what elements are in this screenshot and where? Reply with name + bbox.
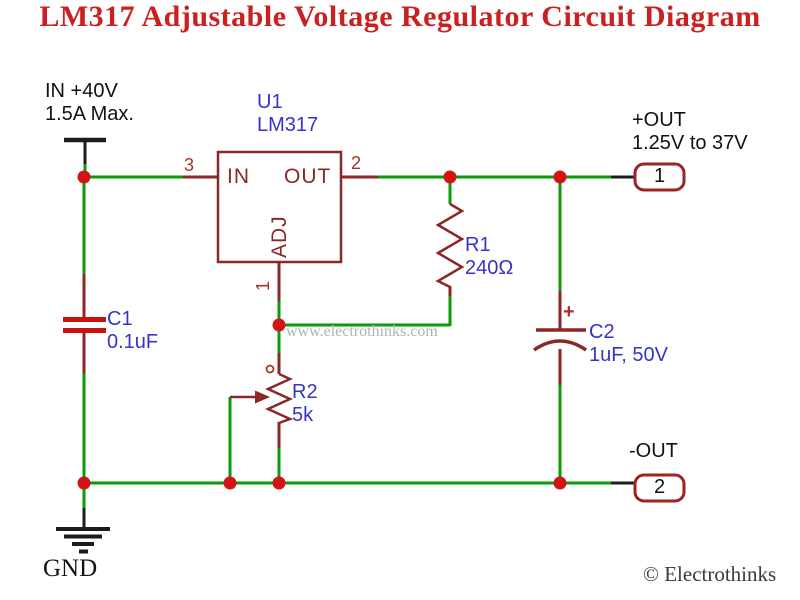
page-title: LM317 Adjustable Voltage Regulator Circu… — [39, 0, 761, 33]
c1-label: C1 0.1uF — [107, 308, 158, 354]
potentiometer-r2-marker — [265, 364, 275, 374]
terminal-2-box — [633, 473, 686, 503]
resistor-r1-symbol — [435, 202, 465, 289]
r2-label: R2 5k — [292, 381, 318, 427]
junction-dot — [443, 170, 457, 184]
potentiometer-r2-symbol — [264, 372, 294, 425]
c2-value: 1uF, 50V — [589, 344, 668, 366]
ic-pin-label-adj: ADJ — [268, 215, 291, 258]
junction-dot — [272, 476, 286, 490]
input-label: IN +40V 1.5A Max. — [45, 80, 134, 126]
ic-ref: U1 — [257, 91, 283, 113]
ic-pin-label-in: IN — [227, 165, 250, 188]
ic-designator: U1 LM317 — [257, 91, 318, 137]
terminal-1-number: 1 — [653, 165, 666, 187]
black-graphics — [56, 137, 635, 554]
c2-polarity-sign: + — [563, 301, 575, 323]
ic-part-number: LM317 — [257, 114, 319, 136]
junction-dots — [77, 170, 567, 490]
pin-number-1: 1 — [253, 280, 273, 291]
junction-dot — [272, 318, 286, 332]
leads-darkred — [82, 175, 562, 448]
c2-plate-curved — [533, 339, 587, 352]
watermark: www.electrothinks.com — [286, 323, 438, 340]
positive-output-range: 1.25V to 37V — [632, 132, 748, 154]
ic-pin-label-out: OUT — [284, 165, 332, 188]
r2-value: 5k — [292, 404, 314, 426]
junction-dot — [77, 170, 91, 184]
c1-plate-bottom — [63, 328, 106, 333]
junction-dot — [223, 476, 237, 490]
potentiometer-wiper-arrow — [255, 390, 270, 404]
c1-value: 0.1uF — [107, 331, 159, 353]
c1-ref: C1 — [107, 308, 133, 330]
terminal-1-box — [633, 162, 686, 192]
positive-output-name: +OUT — [632, 109, 686, 131]
junction-dot — [553, 476, 567, 490]
r1-value: 240Ω — [465, 257, 514, 279]
pin-number-3: 3 — [184, 155, 195, 175]
c2-label: C2 1uF, 50V — [589, 321, 668, 367]
pin-number-2: 2 — [351, 153, 362, 173]
input-voltage-label: IN +40V — [45, 80, 118, 102]
junction-dot — [77, 476, 91, 490]
terminal-2-number: 2 — [653, 476, 666, 498]
copyright: © Electrothinks — [643, 562, 777, 586]
r1-label: R1 240Ω — [465, 234, 513, 280]
r1-ref: R1 — [465, 234, 491, 256]
r2-ref: R2 — [292, 381, 318, 403]
gnd-label: GND — [43, 555, 98, 582]
positive-output-label: +OUT 1.25V to 37V — [632, 109, 748, 155]
c1-plate-top — [63, 317, 106, 322]
negative-output-label: -OUT — [629, 440, 678, 462]
wires-green — [82, 164, 611, 508]
junction-dot — [553, 170, 567, 184]
input-current-label: 1.5A Max. — [45, 103, 134, 125]
c2-ref: C2 — [589, 321, 615, 343]
ic-body — [216, 150, 343, 264]
